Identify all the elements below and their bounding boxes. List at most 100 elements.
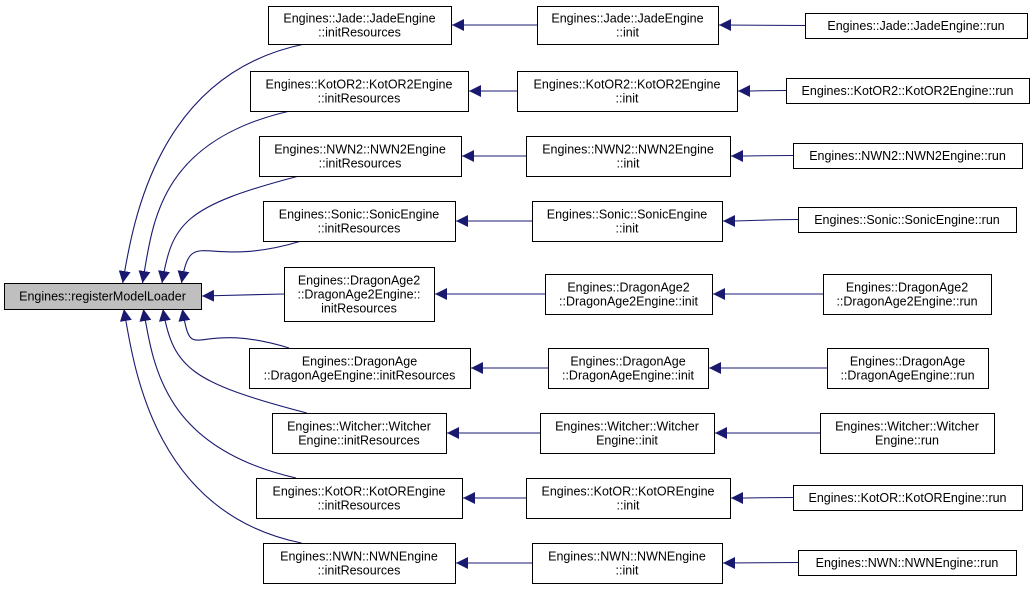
node-dragonage-init[interactable]: Engines::DragonAge::DragonAgeEngine::ini…: [548, 348, 709, 389]
node-sonic-init-resources[interactable]: Engines::Sonic::SonicEngine::initResourc…: [263, 201, 456, 242]
node-witcher-run-label-line-1: Engines::Witcher::Witcher: [835, 420, 979, 434]
node-dragonage-init-resources[interactable]: Engines::DragonAge::DragonAgeEngine::ini…: [249, 348, 471, 389]
node-kotor2-run[interactable]: Engines::KotOR2::KotOR2Engine::run: [786, 78, 1030, 104]
node-dragonage2-run-box: [823, 274, 992, 315]
node-witcher-init-resources-label-line-1: Engines::Witcher::Witcher: [287, 420, 431, 434]
node-kotor-run[interactable]: Engines::KotOR::KotOREngine::run: [793, 485, 1023, 511]
node-kotor2-init-resources-box: [250, 71, 469, 112]
edge-sonic-init-resources-to-register-model-loader: [177, 240, 302, 284]
node-dragonage2-run-label-line-1: Engines::DragonAge2: [846, 281, 968, 295]
node-sonic-init-label-line-1: Engines::Sonic::SonicEngine: [547, 208, 708, 222]
node-dragonage2-init-resources-label-line-2: ::DragonAge2Engine::: [297, 288, 420, 302]
node-dragonage-run[interactable]: Engines::DragonAge::DragonAgeEngine::run: [827, 348, 989, 389]
node-dragonage2-init-box: [545, 274, 713, 315]
node-register-model-loader[interactable]: Engines::registerModelLoader: [4, 283, 202, 310]
node-dragonage2-init-resources-box: [284, 267, 435, 322]
node-kotor2-init-label-line-2: ::init: [616, 92, 639, 106]
edge-jade-run-to-init-group: [718, 19, 806, 32]
node-kotor-init[interactable]: Engines::KotOR::KotOREngine::init: [526, 478, 731, 519]
node-kotor-init-resources[interactable]: Engines::KotOR::KotOREngine::initResourc…: [256, 478, 463, 519]
node-kotor2-init-resources[interactable]: Engines::KotOR2::KotOR2Engine::initResou…: [250, 71, 469, 112]
node-dragonage2-init[interactable]: Engines::DragonAge2::DragonAge2Engine::i…: [545, 274, 713, 315]
edge-nwn-init-resources-to-register-model-loader: [119, 308, 302, 544]
node-sonic-init-resources-label-line-1: Engines::Sonic::SonicEngine: [279, 208, 440, 222]
node-nwn-init-label-line-1: Engines::NWN::NWNEngine: [548, 550, 706, 564]
node-jade-init[interactable]: Engines::Jade::JadeEngine::init: [537, 6, 719, 45]
node-dragonage2-init-resources[interactable]: Engines::DragonAge2::DragonAge2Engine::i…: [284, 267, 435, 322]
node-dragonage-init-label-line-1: Engines::DragonAge: [570, 355, 685, 369]
node-nwn2-init-resources-label-line-2: ::initResources: [319, 157, 402, 171]
node-witcher-run-box: [820, 413, 995, 454]
edge-sonic-run-to-init-group: [722, 214, 799, 227]
node-jade-run[interactable]: Engines::Jade::JadeEngine::run: [805, 13, 1028, 39]
node-kotor2-init-box: [517, 71, 738, 112]
node-dragonage2-run[interactable]: Engines::DragonAge2::DragonAge2Engine::r…: [823, 274, 992, 315]
edge-kotor-run-to-init-group: [730, 491, 794, 504]
node-nwn-init[interactable]: Engines::NWN::NWNEngine::init: [532, 543, 723, 584]
node-jade-init-box: [537, 6, 719, 45]
node-nwn-run[interactable]: Engines::NWN::NWNEngine::run: [798, 550, 1017, 576]
edge-dragonage-init-resources-to-register-model-loader: [178, 308, 290, 349]
node-jade-init-resources[interactable]: Engines::Jade::JadeEngine::initResources: [268, 6, 452, 45]
node-kotor-run-label-line-1: Engines::KotOR::KotOREngine::run: [808, 491, 1006, 505]
node-kotor2-init[interactable]: Engines::KotOR2::KotOR2Engine::init: [517, 71, 738, 112]
node-witcher-init-resources-box: [272, 413, 447, 454]
node-witcher-init-label-line-2: Engine::init: [596, 434, 658, 448]
edge-sonic-init-resources-to-register-model-loader-group: [177, 240, 302, 284]
node-kotor2-init-resources-label-line-2: ::initResources: [318, 92, 401, 106]
node-witcher-init-box: [540, 413, 715, 454]
edge-nwn2-run-to-init: [730, 149, 794, 162]
node-register-model-loader-label-line-1: Engines::registerModelLoader: [19, 290, 186, 304]
edge-nwn2-run-to-init-group: [730, 149, 794, 162]
node-witcher-init-resources-label-line-2: Engine::initResources: [298, 434, 420, 448]
edge-nwn-init-resources-to-register-model-loader-group: [119, 308, 302, 544]
node-nwn-run-label-line-1: Engines::NWN::NWNEngine::run: [816, 556, 999, 570]
node-kotor-init-resources-box: [256, 478, 463, 519]
node-sonic-run-label-line-1: Engines::Sonic::SonicEngine::run: [814, 213, 1000, 227]
node-jade-init-resources-box: [268, 6, 452, 45]
node-kotor2-run-label-line-1: Engines::KotOR2::KotOR2Engine::run: [802, 84, 1014, 98]
node-nwn-init-resources[interactable]: Engines::NWN::NWNEngine::initResources: [263, 543, 456, 584]
node-sonic-init[interactable]: Engines::Sonic::SonicEngine::init: [532, 201, 723, 242]
node-kotor2-init-label-line-1: Engines::KotOR2::KotOR2Engine: [534, 78, 721, 92]
node-dragonage-init-label-line-2: ::DragonAgeEngine::init: [562, 369, 695, 383]
node-dragonage-run-label-line-1: Engines::DragonAge: [850, 355, 965, 369]
node-jade-init-resources-label-line-2: ::initResources: [318, 26, 401, 40]
node-nwn2-init-resources[interactable]: Engines::NWN2::NWN2Engine::initResources: [259, 136, 462, 177]
node-sonic-run[interactable]: Engines::Sonic::SonicEngine::run: [798, 207, 1017, 233]
node-jade-init-resources-label-line-1: Engines::Jade::JadeEngine: [283, 12, 435, 26]
edges-layer: [118, 19, 827, 569]
node-dragonage2-init-resources-label-line-1: Engines::DragonAge2: [298, 274, 420, 288]
node-dragonage-init-resources-box: [249, 348, 471, 389]
node-dragonage2-init-label-line-1: Engines::DragonAge2: [567, 281, 689, 295]
node-witcher-init-resources[interactable]: Engines::Witcher::WitcherEngine::initRes…: [272, 413, 447, 454]
edge-jade-run-to-init: [718, 19, 806, 32]
node-register-model-loader-box: [4, 283, 202, 310]
node-sonic-init-box: [532, 201, 723, 242]
edge-witcher-init-resources-to-register-model-loader: [158, 308, 307, 414]
node-nwn2-run-box: [793, 143, 1023, 169]
node-nwn2-init-resources-label-line-1: Engines::NWN2::NWN2Engine: [274, 143, 446, 157]
node-dragonage-init-resources-label-line-1: Engines::DragonAge: [302, 355, 417, 369]
node-nwn2-init-label-line-1: Engines::NWN2::NWN2Engine: [542, 143, 714, 157]
node-kotor2-run-box: [786, 78, 1030, 104]
node-nwn-init-resources-label-line-2: ::initResources: [318, 564, 401, 578]
node-kotor2-init-resources-label-line-1: Engines::KotOR2::KotOR2Engine: [266, 78, 453, 92]
node-nwn2-run[interactable]: Engines::NWN2::NWN2Engine::run: [793, 143, 1023, 169]
edge-nwn-run-to-init-group: [722, 556, 799, 569]
node-nwn-init-box: [532, 543, 723, 584]
edge-dragonage-init-resources-to-register-model-loader-group: [178, 308, 290, 349]
node-kotor-init-box: [526, 478, 731, 519]
node-jade-run-label-line-1: Engines::Jade::JadeEngine::run: [827, 19, 1004, 33]
node-nwn2-init[interactable]: Engines::NWN2::NWN2Engine::init: [526, 136, 731, 177]
node-sonic-run-box: [798, 207, 1017, 233]
node-witcher-init-label-line-1: Engines::Witcher::Witcher: [555, 420, 699, 434]
edge-nwn2-init-resources-to-register-model-loader-group: [158, 175, 300, 284]
edge-kotor2-init-resources-to-register-model-loader-group: [138, 110, 291, 284]
node-nwn-init-resources-box: [263, 543, 456, 584]
edge-sonic-run-to-init: [722, 214, 799, 227]
node-nwn-init-label-line-2: ::init: [616, 564, 639, 578]
edge-kotor2-init-resources-to-register-model-loader: [138, 110, 291, 284]
